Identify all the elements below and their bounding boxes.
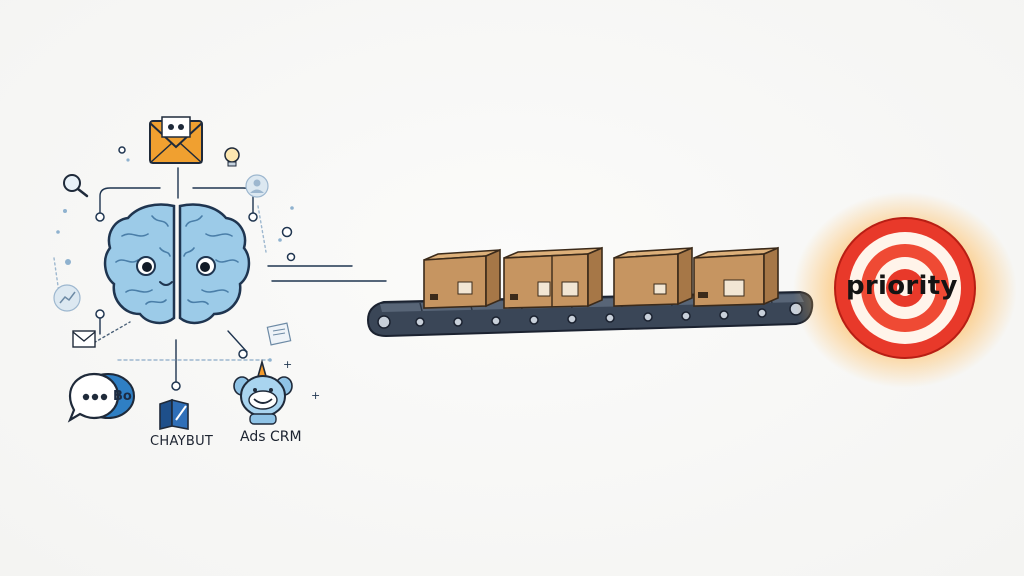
magnifier-icon [63,174,89,198]
envelope-icon [149,116,203,164]
cardboard-box-icon [693,246,779,307]
chatbot-book-icon [159,398,189,431]
user-bubble-icon [245,174,269,198]
svg-text:+: + [283,358,292,371]
document-icon [266,322,292,346]
chatbot-label: CHAYBUT [150,434,214,449]
mail-small-icon [72,330,96,348]
priority-label: priority [846,271,958,301]
target-icon [793,192,1017,388]
analytics-bubble-icon [53,284,81,312]
cardboard-box-icon [613,246,693,307]
lightbulb-icon [224,147,240,167]
chat-bubble-text: Bo [113,389,132,404]
unicorn-crm-icon [233,359,293,425]
svg-text:+: + [311,389,320,402]
chat-bubble-icon [67,372,135,423]
cardboard-box-icon [503,246,603,309]
crm-label: Ads CRM [240,429,302,445]
brain-icon [103,203,251,325]
cardboard-box-icon [423,248,501,309]
